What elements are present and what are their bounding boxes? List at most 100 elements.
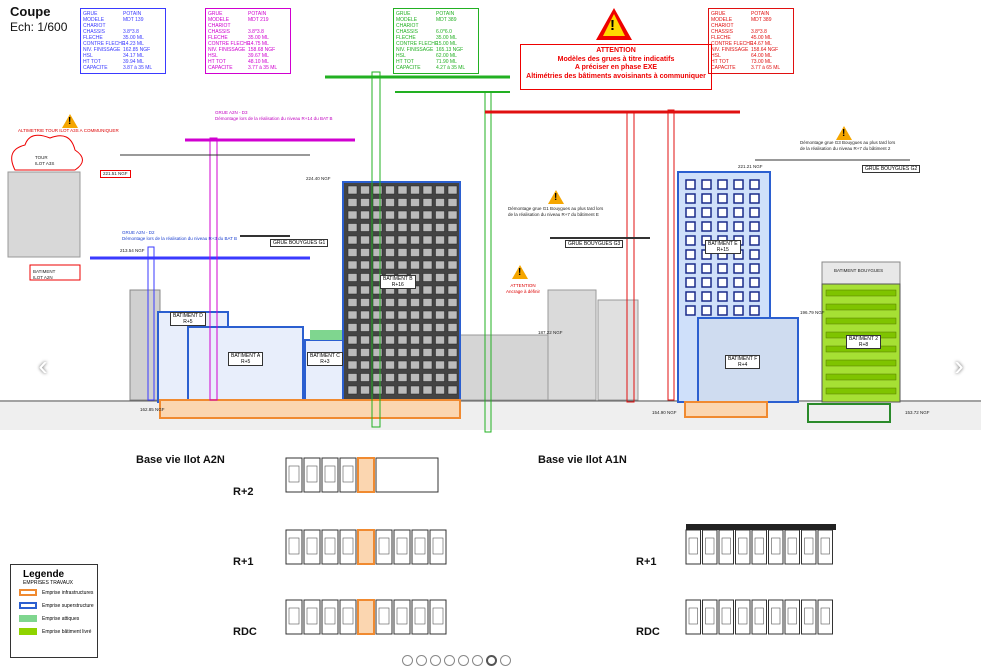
- cabin-unit: [801, 529, 817, 565]
- level-r1-left: R+1: [233, 556, 254, 568]
- window: [435, 298, 445, 307]
- crane-red: [485, 109, 740, 403]
- cabin-unit-inner: [771, 607, 781, 625]
- legend-swatch: [19, 628, 37, 635]
- window: [397, 260, 408, 270]
- window: [410, 185, 420, 195]
- building-name: BATIMENT F: [728, 356, 758, 362]
- cabin-unit: [735, 529, 751, 565]
- window: [347, 373, 358, 382]
- window: [422, 210, 433, 220]
- cabin-unit-inner: [721, 537, 731, 555]
- cabin-unit: [375, 599, 393, 635]
- window: [410, 298, 420, 307]
- window: [360, 298, 370, 307]
- cabin-unit-inner: [414, 537, 426, 555]
- cabin-unit-inner: [754, 607, 764, 625]
- window: [385, 185, 395, 195]
- legend-label: Emprise attiques: [42, 615, 80, 622]
- window: [447, 248, 458, 257]
- cabin-unit-inner: [688, 607, 698, 625]
- window: [447, 273, 458, 282]
- attention-ancrage-note: ATTENTION Ancrage à définir: [506, 283, 541, 294]
- window: [422, 335, 433, 345]
- window: [372, 373, 383, 382]
- window: [435, 360, 445, 370]
- next-arrow-button[interactable]: ›: [954, 350, 964, 381]
- window: [347, 298, 358, 307]
- ngf-level: 221.51 NGF: [100, 170, 131, 178]
- spec-keys: GRUE MODELE CHARIOT CHASSIS FLECHE CONTR…: [396, 11, 439, 71]
- window: [749, 193, 760, 204]
- cabin-unit: [303, 529, 321, 565]
- level-r2: R+2: [233, 486, 254, 498]
- prev-arrow-button[interactable]: ‹: [38, 350, 48, 381]
- window: [435, 198, 445, 207]
- cabin-unit-inner: [787, 607, 797, 625]
- spec-keys: GRUE MODELE CHARIOT CHASSIS FLECHE CONTR…: [711, 11, 754, 71]
- legend-item: Emprise attiques: [19, 615, 97, 622]
- window: [435, 348, 445, 357]
- window: [372, 210, 383, 220]
- window: [435, 210, 445, 220]
- cabin-unit-inner: [306, 537, 318, 555]
- building-name: BATIMENT E: [708, 241, 738, 247]
- window: [360, 198, 370, 207]
- window: [733, 207, 744, 218]
- window: [447, 223, 458, 232]
- cabin-unit: [375, 529, 393, 565]
- spec-keys: GRUE MODELE CHARIOT CHASSIS FLECHE CONTR…: [83, 11, 126, 71]
- window: [733, 291, 744, 302]
- cabin-unit-inner: [342, 607, 354, 625]
- level-rdc-right: RDC: [636, 626, 660, 638]
- window: [685, 235, 696, 246]
- window: [447, 335, 458, 345]
- spec-values: POTAIN MDT 139 3.8*3.8 35.00 ML 14.23 ML…: [123, 11, 153, 71]
- cabin-unit: [339, 599, 357, 635]
- crane-magenta: [185, 137, 355, 401]
- scale-label: Ech: 1/600: [10, 20, 68, 34]
- floor-band: [825, 373, 897, 381]
- window: [701, 179, 712, 190]
- bg-building: [129, 289, 161, 401]
- cabin-unit: [751, 529, 767, 565]
- window: [701, 291, 712, 302]
- window: [447, 310, 458, 320]
- legend-swatch: [19, 589, 37, 596]
- cabin-unit-inner: [288, 607, 300, 625]
- building-name: BATIMENT D: [173, 313, 203, 319]
- cabin-unit-inner: [804, 537, 814, 555]
- spec-values: POTAIN MDT 389 3.8*3.8 45.00 ML 14.67 ML…: [751, 11, 781, 71]
- window: [717, 277, 728, 288]
- crane-blue: [90, 246, 310, 401]
- window: [733, 193, 744, 204]
- warning-icon: [62, 114, 78, 128]
- window: [685, 179, 696, 190]
- window: [410, 260, 420, 270]
- cabin-unit: [285, 457, 303, 493]
- window: [447, 260, 458, 270]
- window: [397, 298, 408, 307]
- ngf-level: 187.22 NGF: [538, 330, 563, 335]
- cabin-unit-inner: [432, 607, 444, 625]
- window: [397, 248, 408, 257]
- level-r1-right: R+1: [636, 556, 657, 568]
- cabin-unit-inner: [771, 537, 781, 555]
- floor-band: [825, 359, 897, 367]
- spec-keys: GRUE MODELE CHARIOT CHASSIS FLECHE CONTR…: [208, 11, 251, 71]
- window: [422, 260, 433, 270]
- grue-a2n-d2-note: GRUE A2N - D2 Démontage lors de la réali…: [122, 230, 238, 241]
- window: [360, 285, 370, 295]
- cabin-unit-inner: [342, 465, 354, 483]
- cabin-unit: [718, 599, 734, 635]
- building-level: R+4: [737, 362, 748, 368]
- legend-swatch: [19, 615, 37, 622]
- warning-icon: [548, 190, 564, 204]
- window: [360, 360, 370, 370]
- window: [372, 198, 383, 207]
- window: [410, 335, 420, 345]
- cabin-unit-inner: [820, 607, 830, 625]
- window: [685, 305, 696, 316]
- cabin-unit: [801, 599, 817, 635]
- crane-green: [325, 71, 510, 433]
